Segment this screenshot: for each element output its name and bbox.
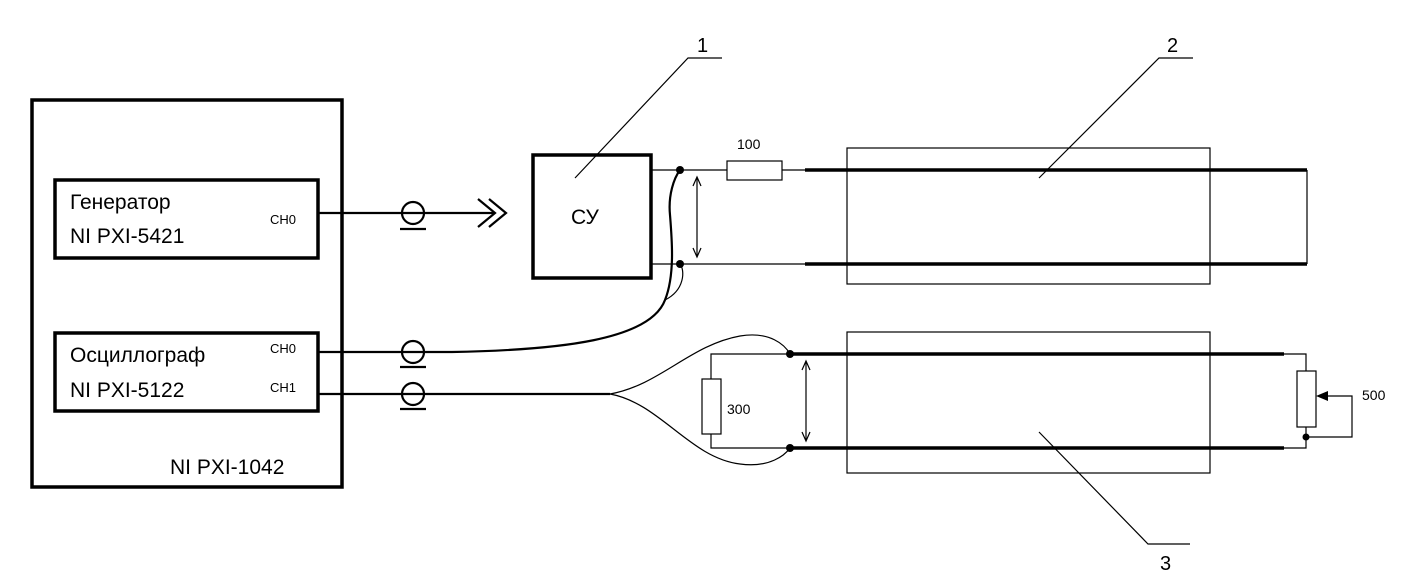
coax-symbol-ch1 xyxy=(400,381,426,411)
oscilloscope-channel0-label: CH0 xyxy=(270,341,296,356)
resistor-parallel-label: 300 xyxy=(727,401,751,417)
probe-cable-ch0-return xyxy=(664,263,684,301)
probe-ch1-fan-bottom xyxy=(609,393,791,466)
voltage-arrow-bottom xyxy=(801,359,811,443)
variable-resistor xyxy=(1296,370,1317,428)
generator-box xyxy=(53,178,320,260)
matching-device-label: СУ xyxy=(571,206,599,229)
coax-symbol-generator xyxy=(400,200,426,231)
oscilloscope-channel1-label: CH1 xyxy=(270,380,296,395)
oscilloscope-model: NI PXI-5122 xyxy=(70,379,184,402)
probe-cable-ch0 xyxy=(318,169,681,354)
variable-resistor-label: 500 xyxy=(1362,387,1386,403)
probe-ch1-fan-top xyxy=(609,334,791,395)
callout-3-leader xyxy=(1038,431,1190,545)
resistor-series-label: 100 xyxy=(737,136,761,152)
callout-3-number: 3 xyxy=(1160,553,1171,575)
oscilloscope-title: Осциллограф xyxy=(70,344,205,367)
generator-channel-label: CH0 xyxy=(270,212,296,227)
line-2-enclosure xyxy=(846,147,1211,285)
matching-device-box xyxy=(531,153,653,280)
connector-arrow xyxy=(477,198,508,228)
oscilloscope-box xyxy=(53,331,320,413)
generator-model: NI PXI-5421 xyxy=(70,225,184,248)
junction-dot xyxy=(1302,433,1310,441)
callout-2-number: 2 xyxy=(1167,35,1178,57)
voltage-arrow-top xyxy=(692,175,702,259)
variable-resistor-wire xyxy=(1284,353,1307,449)
coax-symbol-ch0 xyxy=(400,339,426,369)
chassis-label: NI PXI-1042 xyxy=(170,456,284,479)
generator-title: Генератор xyxy=(70,191,171,214)
resistor-series xyxy=(726,160,783,181)
resistor-parallel-wire xyxy=(710,353,790,449)
resistor-parallel xyxy=(701,378,722,435)
variable-resistor-wiper xyxy=(1306,395,1353,438)
callout-1-leader xyxy=(574,57,722,179)
callout-2-leader xyxy=(1038,57,1193,179)
variable-resistor-arrowhead xyxy=(1316,391,1328,401)
line-3-enclosure xyxy=(846,331,1211,474)
callout-1-number: 1 xyxy=(697,35,708,57)
chassis-box xyxy=(30,98,344,489)
